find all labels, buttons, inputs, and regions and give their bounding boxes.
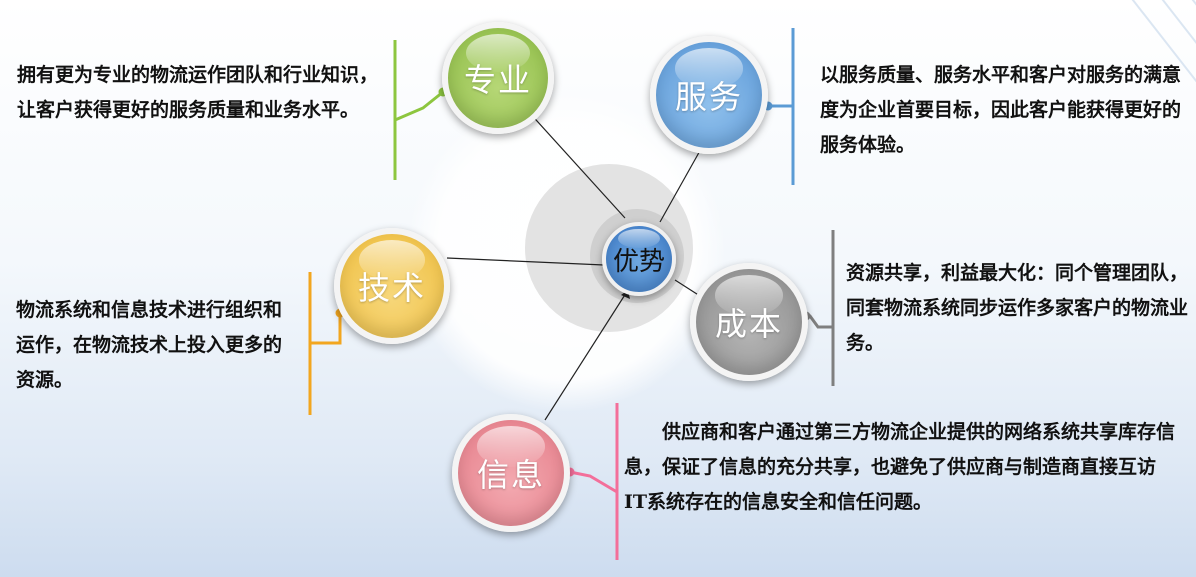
description-jishu: 物流系统和信息技术进行组织和运作，在物流技术上投入更多的资源。	[16, 299, 283, 391]
node-chengben-label: 成本	[714, 305, 783, 343]
node-fuwu-circle: 服务	[650, 36, 768, 154]
description-fuwu: 以服务质量、服务水平和客户对服务的满意度为企业首要目标，因此客户能获得更好的服务…	[820, 64, 1182, 156]
description-xinxi-wrapper: 供应商和客户通过第三方物流企业提供的网络系统共享库存信息，保证了信息的充分共享，…	[624, 415, 1179, 520]
node-zhuanye-circle: 专业	[442, 22, 554, 134]
spoke-fuwu	[659, 139, 707, 223]
spoke-chengben	[674, 279, 701, 297]
node-chengben-circle: 成本	[690, 263, 808, 381]
node-fuwu-label: 服务	[674, 78, 743, 116]
node-xinxi-label: 信息	[476, 456, 545, 494]
node-jishu-circle: 技术	[334, 228, 450, 344]
spoke-jishu	[446, 257, 605, 266]
node-jishu-label: 技术	[357, 269, 426, 307]
bracket-fuwu	[763, 28, 795, 185]
center-node-circle: 优势	[602, 222, 676, 296]
description-xinxi: 供应商和客户通过第三方物流企业提供的网络系统共享库存信息，保证了信息的充分共享，…	[624, 421, 1176, 513]
center-node-label: 优势	[612, 246, 665, 277]
node-xinxi-circle: 信息	[452, 414, 570, 532]
spoke-xinxi	[544, 289, 629, 421]
description-chengben: 资源共享，利益最大化：同个管理团队，同套物流系统同步运作多家客户的物流业务。	[846, 262, 1189, 354]
bracket-chengben	[801, 230, 835, 386]
node-zhuanye-label: 专业	[463, 61, 532, 99]
description-zhuanye: 拥有更为专业的物流运作团队和行业知识，让客户获得更好的服务质量和业务水平。	[17, 64, 379, 121]
bracket-xinxi	[565, 403, 619, 560]
